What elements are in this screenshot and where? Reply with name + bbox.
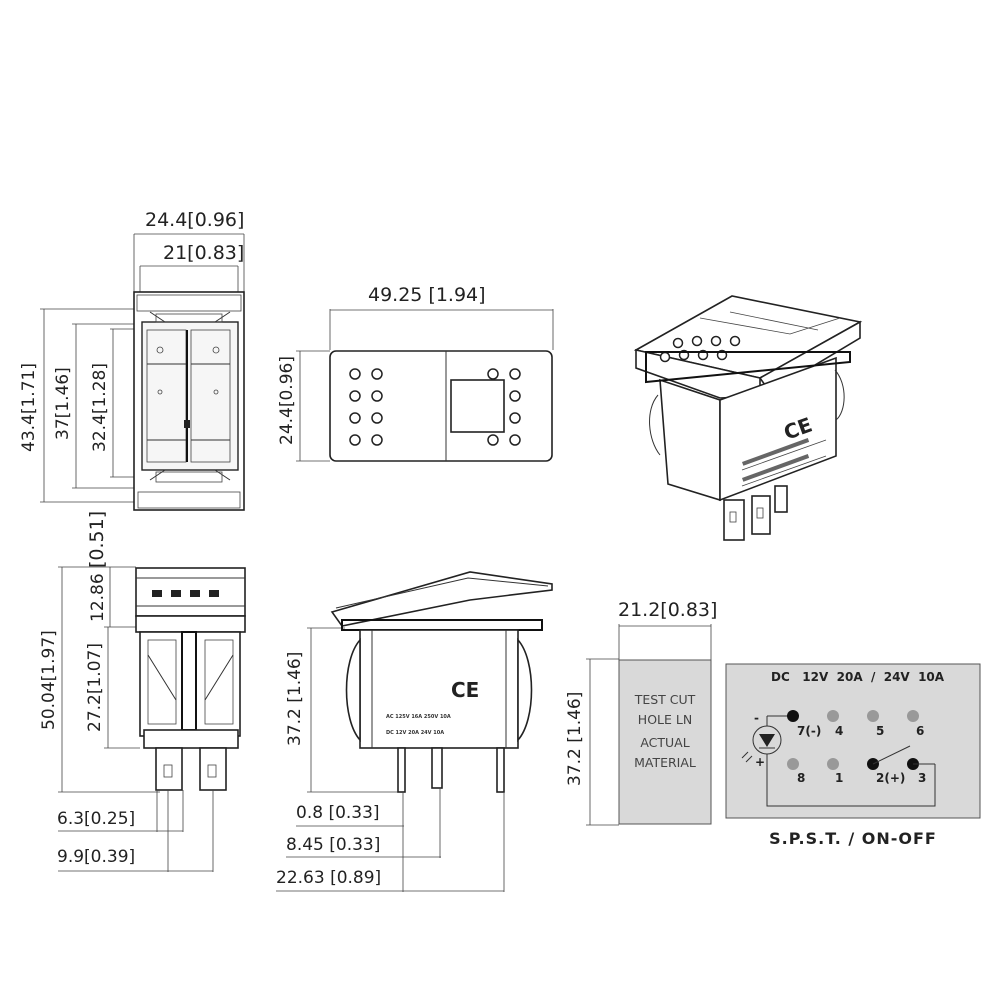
- cut-label-line2: HOLE LN: [638, 712, 692, 727]
- side-cap-height-in-label: [0.51]: [86, 511, 108, 568]
- top-view: 49.25 [1.94] 24.4[0.96]: [277, 284, 554, 462]
- pin-4: [827, 710, 839, 722]
- wiring-diagram: DC 12V 20A / 24V 10A - + 7(-) 4 5 6 8 1 …: [725, 663, 981, 848]
- pin-8: [787, 758, 799, 770]
- cut-label-line4: MATERIAL: [634, 755, 696, 770]
- cut-hole-rect: [618, 659, 712, 825]
- profile-pin-gap-label: 8.45 [0.33]: [286, 835, 380, 855]
- pin-label-5: 5: [876, 724, 884, 738]
- side-cap-height-label: 12.86: [88, 573, 108, 622]
- pin-5: [867, 710, 879, 722]
- front-height-mid-label: 37[1.46]: [53, 367, 73, 440]
- side-pin-spacing-label: 9.9[0.39]: [57, 847, 135, 867]
- profile-view: 37.2 [1.46] CE AC 125V 16A 250V 10A DC 1…: [276, 571, 553, 892]
- front-view: 24.4[0.96] 21[0.83] 43.4[1.71] 37[1.46] …: [19, 209, 245, 511]
- profile-rating-line1: AC 125V 16A 250V 10A: [386, 714, 451, 720]
- pin-label-4: 4: [835, 724, 843, 738]
- pin-label-6: 6: [916, 724, 924, 738]
- led-minus-label: -: [754, 711, 759, 725]
- side-view: [0.51] 12.86 50.04[1.97] 27.2[1.07]: [39, 511, 246, 872]
- profile-rating-line2: DC 12V 20A 24V 10A: [386, 730, 444, 736]
- pin-label-7: 7(-): [797, 724, 821, 738]
- cut-label-line3: ACTUAL: [640, 735, 689, 750]
- profile-ce-mark: CE: [451, 678, 479, 702]
- top-length-label: 49.25 [1.94]: [368, 284, 486, 306]
- pin-7: [787, 710, 799, 722]
- profile-pin-span-label: 22.63 [0.89]: [276, 868, 381, 888]
- profile-pin-thickness-label: 0.8 [0.33]: [296, 803, 380, 823]
- cut-hole: 21.2[0.83] 37.2 [1.46] TEST CUT HOLE LN …: [565, 599, 717, 826]
- pin-label-2: 2(+): [876, 771, 905, 785]
- top-width-label: 24.4[0.96]: [277, 356, 297, 445]
- wiring-caption: S.P.S.T. / ON-OFF: [769, 829, 937, 848]
- front-width-outer-label: 24.4[0.96]: [145, 209, 244, 231]
- wiring-rating-label: DC 12V 20A / 24V 10A: [771, 670, 945, 684]
- side-pin-width-label: 6.3[0.25]: [57, 809, 135, 829]
- pin-6: [907, 710, 919, 722]
- cut-label-line1: TEST CUT: [634, 692, 696, 707]
- top-body: [329, 350, 553, 462]
- side-body-height-label: 27.2[1.07]: [85, 643, 105, 732]
- pin-label-3: 3: [918, 771, 926, 785]
- front-height-outer-label: 43.4[1.71]: [19, 363, 39, 452]
- side-total-height-label: 50.04[1.97]: [39, 630, 59, 730]
- cut-height-label: 37.2 [1.46]: [565, 692, 585, 786]
- front-width-inner-label: 21[0.83]: [163, 242, 244, 264]
- profile-height-label: 37.2 [1.46]: [285, 652, 305, 746]
- pin-label-1: 1: [835, 771, 843, 785]
- front-height-inner-label: 32.4[1.28]: [90, 363, 110, 452]
- top-window: [450, 379, 505, 433]
- iso-view: CE: [633, 295, 863, 541]
- pin-label-8: 8: [797, 771, 805, 785]
- pin-1: [827, 758, 839, 770]
- led-plus-label: +: [755, 755, 765, 769]
- cut-width-label: 21.2[0.83]: [618, 599, 717, 621]
